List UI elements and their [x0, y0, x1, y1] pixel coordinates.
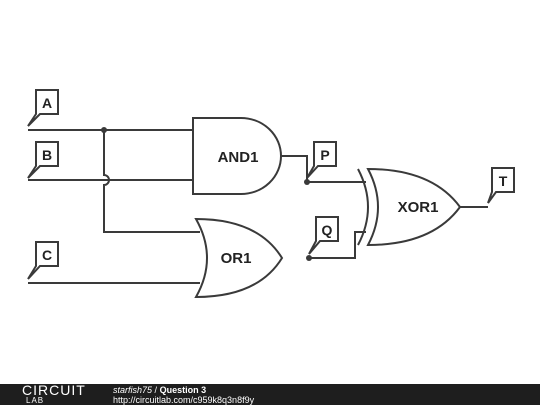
xor-gate[interactable]: XOR1	[357, 167, 462, 247]
or-gate[interactable]: OR1	[194, 217, 284, 299]
credit-line: starfish75 / Question 3	[113, 385, 206, 395]
gate-label-or1: OR1	[221, 250, 252, 267]
flag-label-t: T	[499, 173, 508, 189]
junction-dot	[306, 255, 312, 261]
flag-label-c: C	[42, 247, 52, 263]
node-flag-p[interactable]: P	[306, 141, 337, 179]
junction-dot	[304, 179, 310, 185]
gate-label-and1: AND1	[218, 149, 259, 166]
junction-dot	[101, 127, 107, 133]
flag-label-q: Q	[322, 222, 333, 238]
circuit-schematic: AND1 OR1 XOR1 A B C P Q T	[27, 89, 515, 299]
author-name[interactable]: starfish75	[113, 385, 153, 395]
logo-text-bottom: LAB	[26, 396, 45, 405]
flag-label-p: P	[320, 147, 329, 163]
xor-input-curve	[357, 168, 369, 246]
footer-bar: CIRCUIT LAB starfish75 / Question 3 http…	[0, 382, 540, 405]
gate-label-xor1: XOR1	[398, 199, 439, 216]
output-flag-t[interactable]: T	[487, 167, 515, 204]
input-flag-c[interactable]: C	[27, 241, 59, 280]
circuit-url[interactable]: http://circuitlab.com/c959k8q3n8f9y	[113, 395, 255, 405]
input-flag-b[interactable]: B	[27, 141, 59, 179]
flag-label-a: A	[42, 95, 52, 111]
input-flag-a[interactable]: A	[27, 89, 59, 127]
logo-text-top: CIRCUIT	[22, 382, 86, 398]
and-gate[interactable]: AND1	[192, 117, 282, 195]
node-flag-q[interactable]: Q	[308, 216, 339, 255]
wires	[28, 129, 488, 284]
circuit-title[interactable]: Question 3	[159, 385, 207, 395]
wire-q	[309, 231, 366, 259]
flag-label-b: B	[42, 147, 52, 163]
separator: /	[154, 385, 158, 395]
circuitlab-logo[interactable]: CIRCUIT LAB	[22, 382, 94, 405]
wire-p	[281, 155, 366, 183]
